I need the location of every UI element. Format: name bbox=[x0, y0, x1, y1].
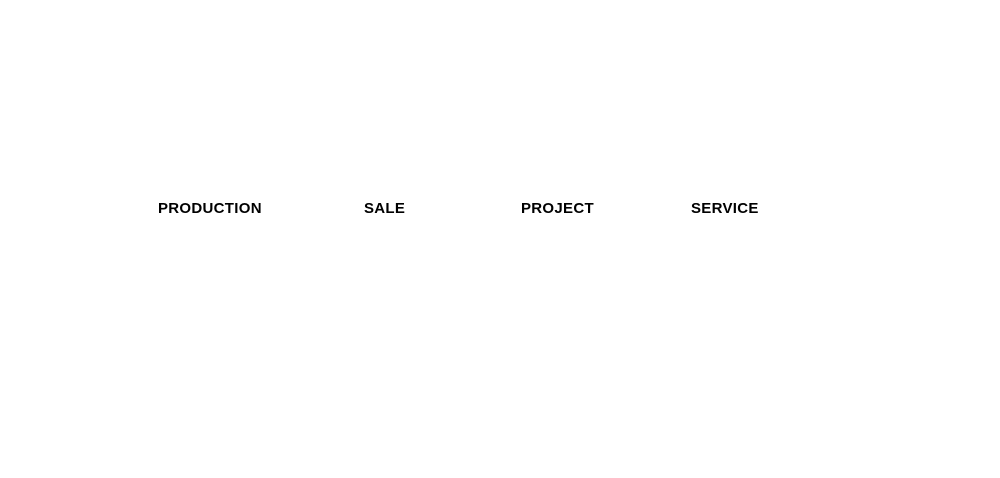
menu-item-service[interactable]: SERVICE bbox=[691, 200, 759, 217]
menu-item-project[interactable]: PROJECT bbox=[521, 200, 594, 217]
menu-item-sale[interactable]: SALE bbox=[364, 200, 406, 217]
menu-item-production[interactable]: PRODUCTION bbox=[158, 200, 262, 217]
